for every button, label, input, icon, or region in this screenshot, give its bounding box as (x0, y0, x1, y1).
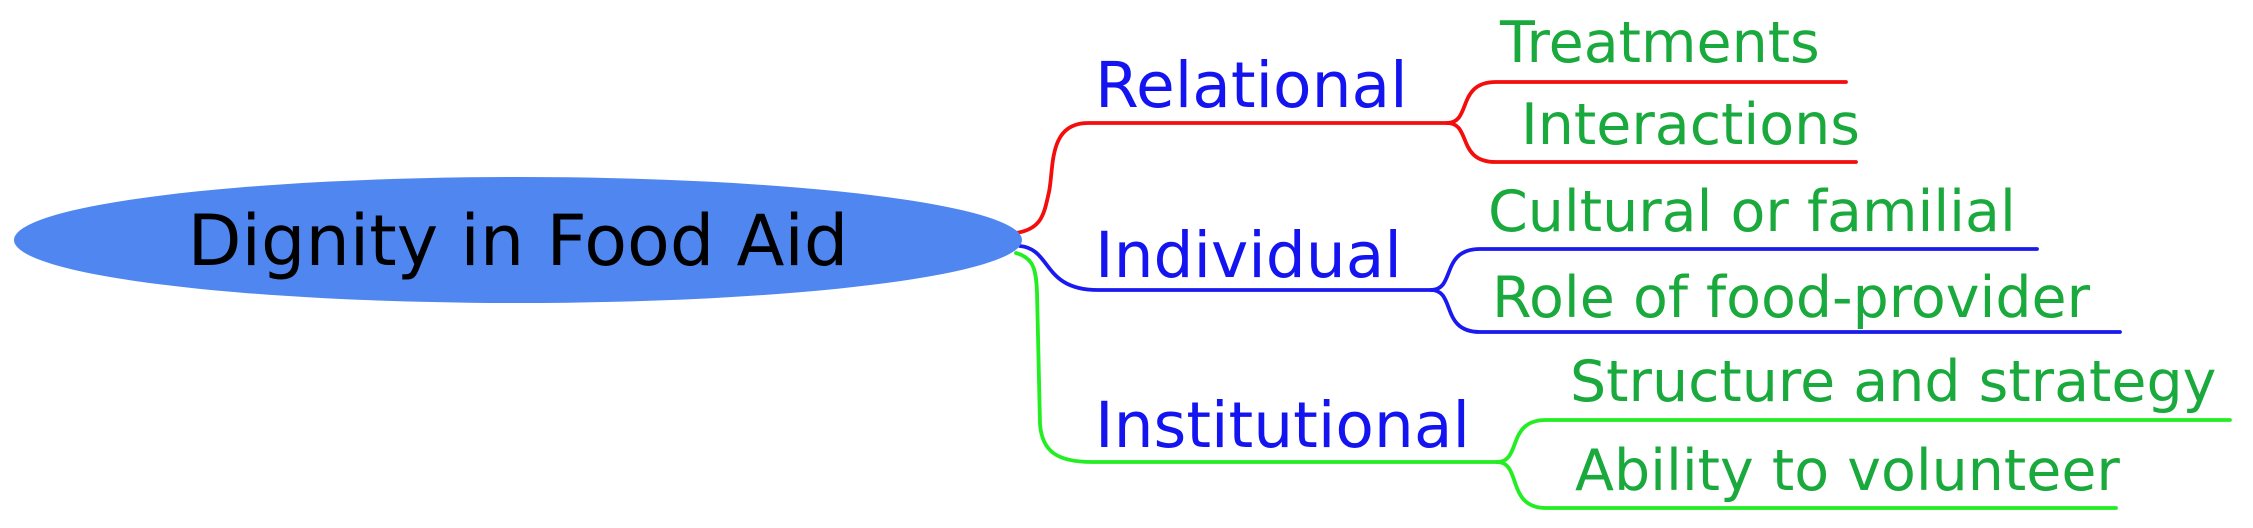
leaf-label-role-of-food-provider[interactable]: Role of food-provider (1492, 265, 2091, 331)
root-node-label[interactable]: Dignity in Food Aid (188, 200, 849, 282)
edge-individual-cultural (1429, 247, 2039, 292)
leaf-label-treatments[interactable]: Treatments (1499, 10, 1820, 76)
edge-individual-role (1429, 288, 2122, 334)
edge-root-individual (1018, 244, 1433, 292)
edge-institutional-structure (1495, 418, 2232, 464)
edge-root-relational (1014, 121, 1449, 235)
edge-relational-interactions (1445, 121, 1858, 164)
branch-label-relational[interactable]: Relational (1095, 49, 1408, 122)
branch-label-individual[interactable]: Individual (1095, 219, 1402, 292)
root-node-ellipse[interactable] (14, 177, 1022, 303)
edge-relational-treatments (1445, 80, 1848, 125)
edge-institutional-ability (1495, 460, 2118, 510)
leaf-label-structure-and-strategy[interactable]: Structure and strategy (1570, 349, 2216, 415)
edge-root-institutional (1014, 251, 1499, 464)
leaf-label-interactions[interactable]: Interactions (1521, 92, 1860, 158)
branch-label-institutional[interactable]: Institutional (1095, 389, 1470, 462)
leaf-label-cultural-or-familial[interactable]: Cultural or familial (1488, 179, 2016, 245)
leaf-label-ability-to-volunteer[interactable]: Ability to volunteer (1575, 438, 2120, 504)
